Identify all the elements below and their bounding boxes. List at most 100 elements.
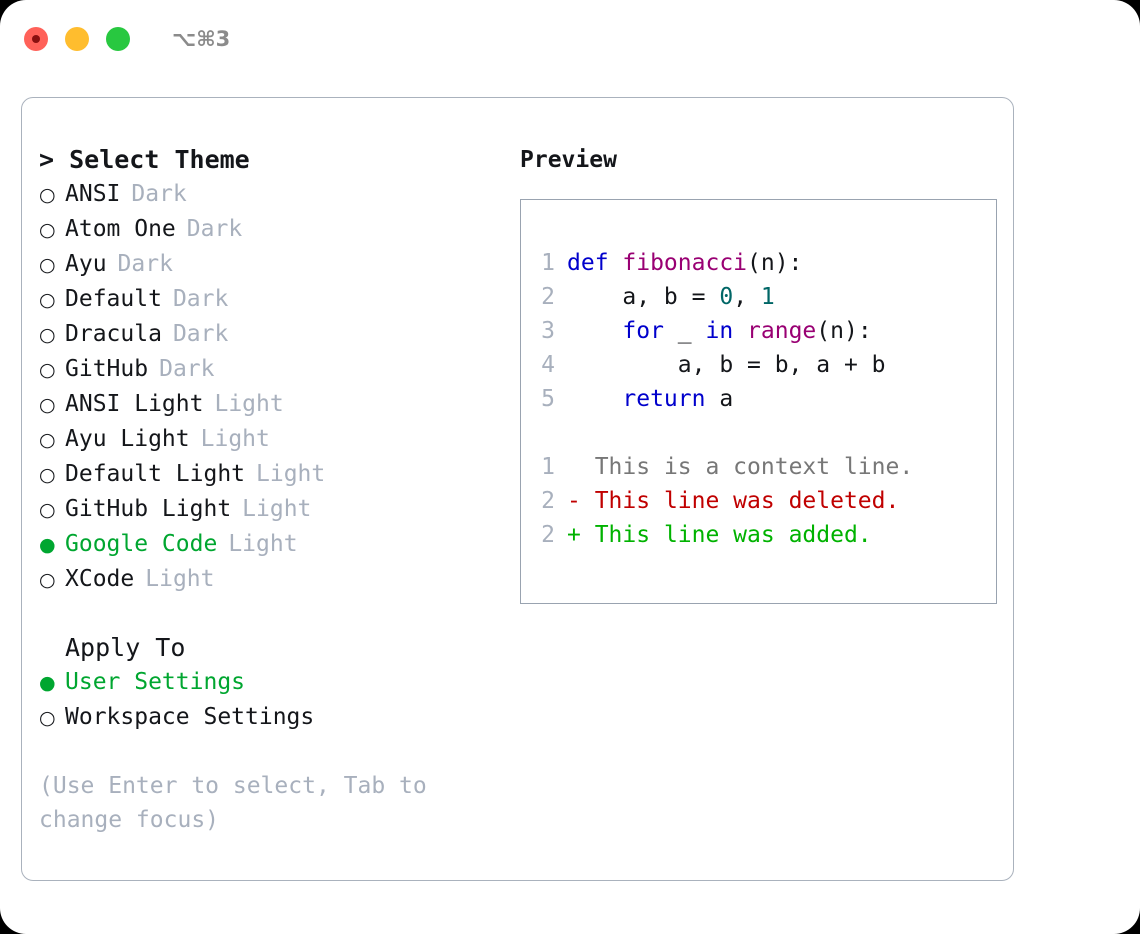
theme-item-label: GitHub Light xyxy=(65,496,232,522)
radio-unselected-icon: ○ xyxy=(39,569,56,591)
keyboard-hint: (Use Enter to select, Tab to change focu… xyxy=(39,773,427,833)
theme-item-label: XCode xyxy=(65,566,135,592)
apply-to-item[interactable]: ○Workspace Settings xyxy=(39,700,504,735)
code-token-plain: (n): xyxy=(747,250,803,276)
maximize-button[interactable] xyxy=(106,27,130,51)
code-line-number: 1 xyxy=(541,250,555,276)
radio-unselected-icon: ○ xyxy=(39,219,56,241)
radio-unselected-icon: ○ xyxy=(39,324,56,346)
theme-item-label: Ayu xyxy=(65,251,107,277)
diff-line: 2- This line was deleted. xyxy=(537,484,996,518)
theme-item-label: Default Light xyxy=(65,461,246,487)
diff-line-text: This line was added. xyxy=(594,522,872,548)
radio-unselected-icon: ○ xyxy=(39,359,56,381)
theme-item-variant: Dark xyxy=(117,251,173,277)
theme-item-variant: Dark xyxy=(186,216,243,242)
apply-to-item-label: User Settings xyxy=(65,669,246,695)
radio-selected-icon: ● xyxy=(39,534,56,556)
code-line-content: return a xyxy=(567,382,733,416)
preview-title: Preview xyxy=(520,147,617,173)
diff-sign xyxy=(567,450,595,484)
diff-line: 2+ This line was added. xyxy=(537,518,996,552)
theme-item-label: Atom One xyxy=(65,216,176,242)
code-line: 3 for _ in range(n): xyxy=(537,314,996,348)
theme-item-label: Ayu Light xyxy=(65,426,190,452)
theme-item-variant: Dark xyxy=(172,321,229,347)
diff-sign: + xyxy=(567,522,595,548)
titlebar: ⌥⌘3 xyxy=(0,0,1140,78)
code-token-plain xyxy=(733,318,747,344)
theme-item-label: GitHub xyxy=(65,356,149,382)
theme-item-variant: Light xyxy=(145,566,215,592)
theme-item-variant: Light xyxy=(256,461,326,487)
code-line: 1 def fibonacci(n): xyxy=(537,246,996,280)
code-token-plain xyxy=(567,318,622,344)
close-button[interactable] xyxy=(24,27,48,51)
theme-item-variant: Light xyxy=(200,426,270,452)
radio-unselected-icon: ○ xyxy=(39,464,56,486)
code-line-number: 4 xyxy=(541,352,555,378)
radio-unselected-icon: ○ xyxy=(39,429,56,451)
theme-item[interactable]: ○ Ayu Dark xyxy=(39,247,504,282)
theme-item[interactable]: ○ GitHub Light Light xyxy=(39,492,504,527)
diff-block: 1 This is a context line.2- This line wa… xyxy=(537,450,996,552)
minimize-button[interactable] xyxy=(65,27,89,51)
code-token-fn: range xyxy=(747,318,817,344)
code-token-fn: fibonacci xyxy=(622,250,748,276)
theme-item[interactable]: ○ Atom One Dark xyxy=(39,212,504,247)
radio-selected-icon: ● xyxy=(39,672,56,694)
shortcut-label: ⌥⌘3 xyxy=(172,27,231,51)
apply-to-heading: Apply To xyxy=(65,633,186,662)
theme-item[interactable]: ○ GitHub Dark xyxy=(39,352,504,387)
radio-unselected-icon: ○ xyxy=(39,394,56,416)
apply-to-list: ● User Settings ○Workspace Settings xyxy=(39,665,504,735)
theme-item-variant: Dark xyxy=(172,286,229,312)
code-token-plain: , xyxy=(733,284,761,310)
theme-item[interactable]: ○ XCode Light xyxy=(39,562,504,597)
code-line-content: a, b = 0, 1 xyxy=(567,280,775,314)
code-token-kw: def xyxy=(567,250,623,276)
radio-unselected-icon: ○ xyxy=(39,254,56,276)
theme-item-variant: Light xyxy=(242,496,312,522)
theme-item[interactable]: ○ Default Dark xyxy=(39,282,504,317)
code-line-content: a, b = b, a + b xyxy=(567,348,886,382)
radio-unselected-icon: ○ xyxy=(39,499,56,521)
diff-line: 1 This is a context line. xyxy=(537,450,996,484)
theme-item[interactable]: ○ Ayu Light Light xyxy=(39,422,504,457)
theme-item[interactable]: ○ Dracula Dark xyxy=(39,317,504,352)
theme-item-variant: Dark xyxy=(159,356,215,382)
close-icon xyxy=(32,35,40,43)
radio-unselected-icon: ○ xyxy=(39,289,56,311)
apply-to-item[interactable]: ● User Settings xyxy=(39,665,504,700)
theme-item-variant: Light xyxy=(214,391,284,417)
code-line-content: def fibonacci(n): xyxy=(567,246,802,280)
diff-line-number: 2 xyxy=(541,488,555,514)
code-token-num: 0 xyxy=(719,284,734,310)
code-token-kw: in xyxy=(705,318,734,344)
theme-item-label: Dracula xyxy=(65,321,162,347)
theme-item-label: ANSI xyxy=(65,181,121,207)
radio-unselected-icon: ○ xyxy=(39,184,56,206)
diff-line-text: This is a context line. xyxy=(594,454,914,480)
theme-item[interactable]: ○ ANSI Dark xyxy=(39,177,504,212)
diff-line-number: 1 xyxy=(541,454,555,480)
code-line: 5 return a xyxy=(537,382,996,416)
code-token-kw: for xyxy=(622,318,664,344)
theme-item[interactable]: ○ Default Light Light xyxy=(39,457,504,492)
code-token-num: 1 xyxy=(760,284,775,310)
code-token-kw: return xyxy=(622,386,706,412)
code-line: 2 a, b = 0, 1 xyxy=(537,280,996,314)
code-line-content: for _ in range(n): xyxy=(567,314,871,348)
theme-item-variant: Light xyxy=(228,531,298,557)
diff-sign: - xyxy=(567,488,595,514)
theme-item-variant: Dark xyxy=(131,181,187,207)
theme-item-label: Default xyxy=(65,286,162,312)
